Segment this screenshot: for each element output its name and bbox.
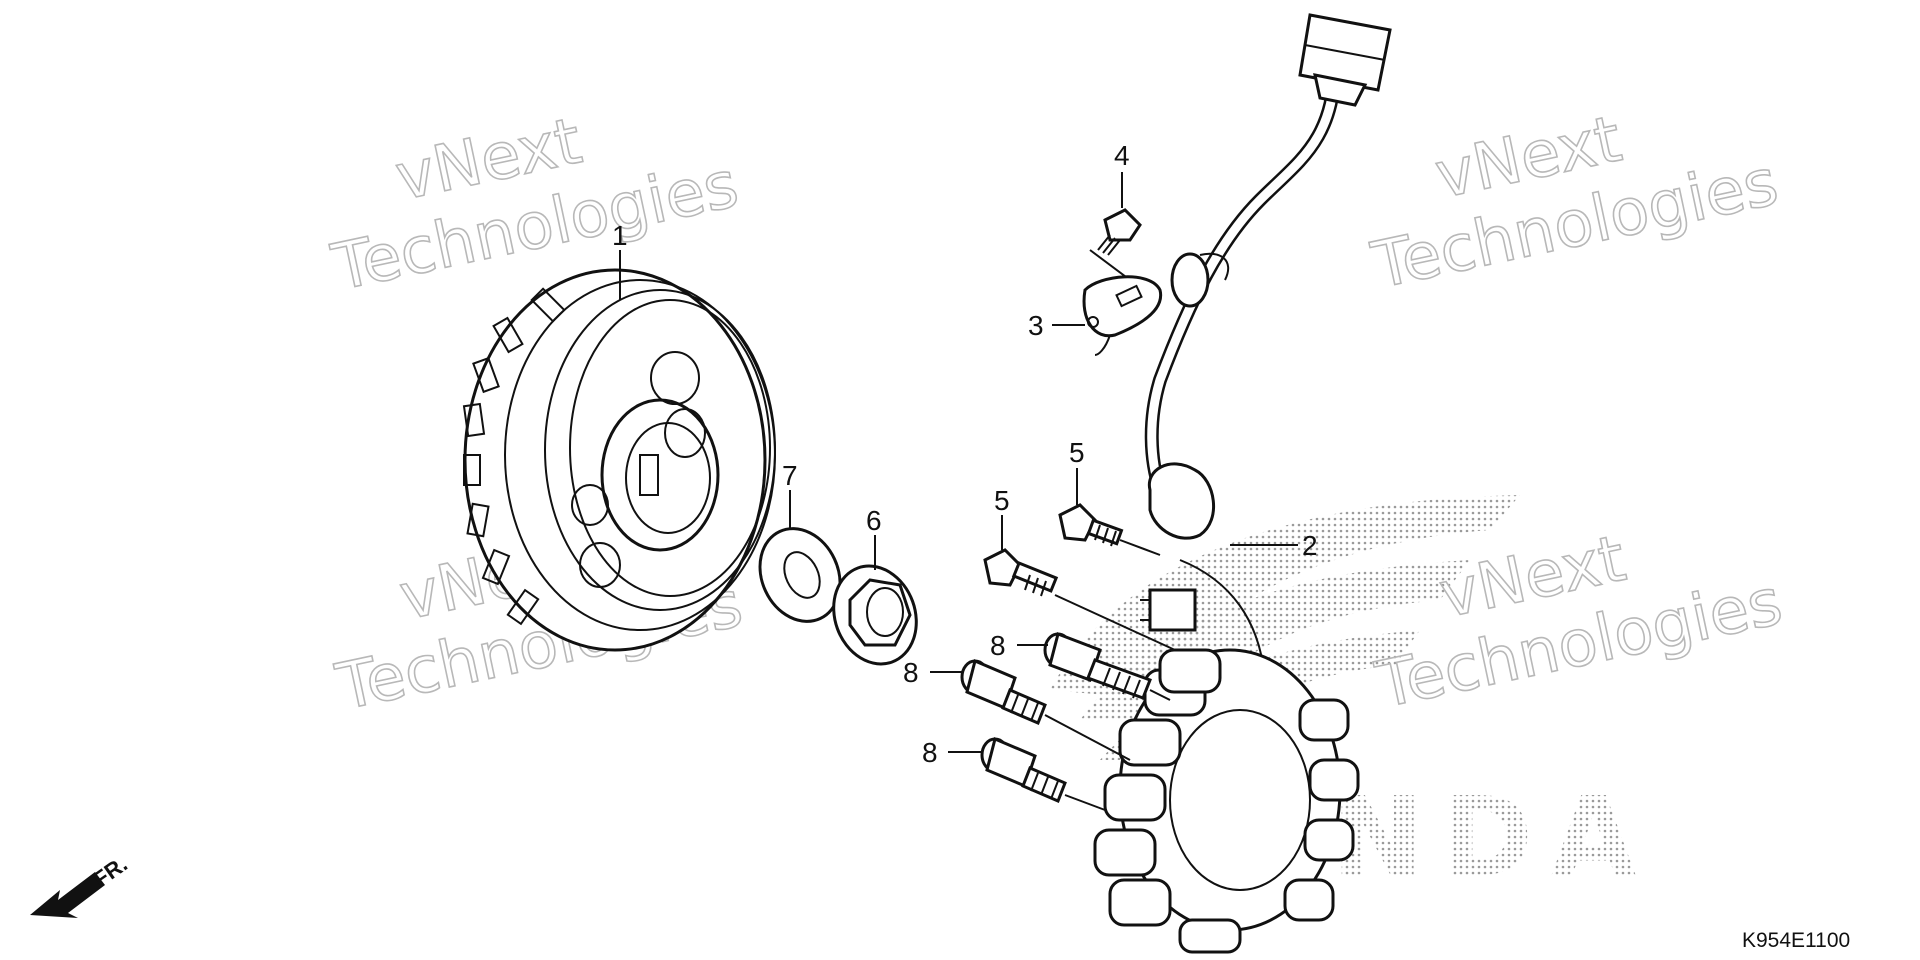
part-flywheel[interactable] (462, 268, 776, 652)
callout-5a[interactable]: 5 (1069, 437, 1085, 468)
callout-5b[interactable]: 5 (994, 485, 1010, 516)
watermark-top-right: vNext Technologies (1365, 102, 1785, 305)
watermark-top-left: vNext Technologies (325, 104, 745, 307)
part-bolt-8a[interactable] (1043, 632, 1152, 700)
part-bolt-8b[interactable] (960, 658, 1047, 725)
callout-4[interactable]: 4 (1114, 140, 1130, 171)
part-bolt-5a[interactable] (1058, 503, 1124, 547)
part-flange-nut[interactable] (820, 554, 929, 675)
part-setting-plate[interactable] (1082, 275, 1163, 356)
callout-7[interactable]: 7 (782, 460, 798, 491)
part-screw[interactable] (1097, 208, 1142, 256)
callout-1[interactable]: 1 (612, 220, 628, 251)
diagram-code: K954E1100 (1742, 929, 1850, 952)
part-bolt-5b[interactable] (983, 548, 1059, 597)
callout-3[interactable]: 3 (1028, 310, 1044, 341)
callout-2[interactable]: 2 (1302, 530, 1318, 561)
part-washer[interactable] (745, 515, 854, 634)
part-stator-assembly[interactable] (1093, 13, 1392, 954)
callout-8b[interactable]: 8 (903, 657, 919, 688)
callout-8a[interactable]: 8 (990, 630, 1006, 661)
front-direction-arrow (30, 872, 105, 918)
part-bolt-8c[interactable] (980, 736, 1067, 803)
callout-6[interactable]: 6 (866, 505, 882, 536)
callout-8c[interactable]: 8 (922, 737, 938, 768)
